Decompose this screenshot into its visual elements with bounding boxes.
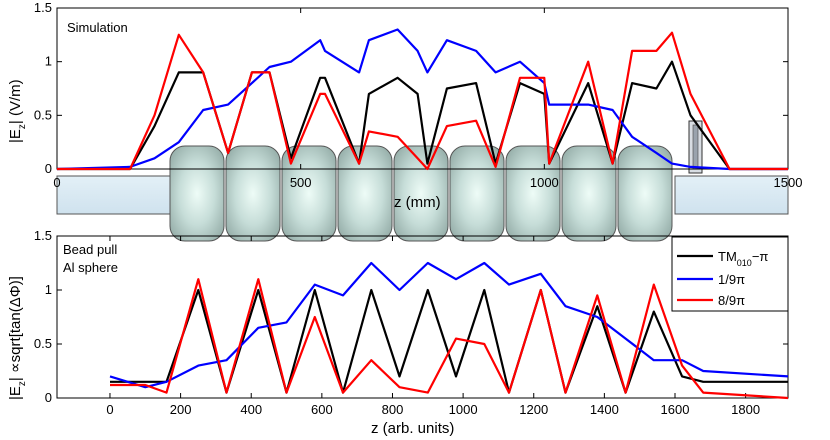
top-x-axis-label: z (mm) xyxy=(394,194,441,211)
series-line-1/9pi xyxy=(56,28,788,171)
top-panel-annotation: Simulation xyxy=(67,20,128,35)
x-tick-label: 200 xyxy=(170,402,192,417)
x-tick-label: 800 xyxy=(382,402,404,417)
x-tick-label: 1800 xyxy=(731,402,760,417)
y-tick-label: 0.5 xyxy=(34,107,52,122)
x-tick-label: 1000 xyxy=(449,402,478,417)
x-tick-label: 400 xyxy=(240,402,262,417)
series-line-8/9pi xyxy=(110,278,789,400)
legend: TM010−π 1/9π 8/9π xyxy=(671,236,789,312)
top-axes-frame xyxy=(56,7,789,170)
x-tick-label: 1400 xyxy=(590,402,619,417)
bottom-annotation-line-2: Al sphere xyxy=(63,260,118,275)
beam-pipe-right xyxy=(674,175,789,215)
y-tick-label: 0 xyxy=(45,161,52,176)
coupler-port-inner xyxy=(692,124,699,170)
y-tick-label: 1 xyxy=(45,54,52,69)
x-tick-label: 1000 xyxy=(530,175,559,190)
cavity-cell xyxy=(617,145,673,242)
cavity-cell xyxy=(561,145,617,242)
bottom-annotation-line-1: Bead pull xyxy=(63,242,117,257)
series-line-1/9pi xyxy=(109,261,789,389)
bottom-y-axis-label: |Ez| ∝sqrt[tan(ΔΦ)] xyxy=(7,276,28,400)
x-tick-label: 0 xyxy=(53,175,60,190)
y-tick-label: 1.5 xyxy=(34,228,52,243)
cavity-cell xyxy=(505,145,561,242)
cavity-cell xyxy=(393,145,449,242)
series-line-8/9pi xyxy=(57,31,788,171)
x-tick-label: 1600 xyxy=(661,402,690,417)
beam-pipe-left xyxy=(56,175,171,215)
top-y-axis-label: |Ez| (V/m) xyxy=(7,79,28,143)
legend-box xyxy=(671,236,789,312)
cavity-cells xyxy=(169,145,673,242)
legend-label-1-9pi: 1/9π xyxy=(718,272,745,287)
y-tick-label: 1 xyxy=(45,282,52,297)
x-tick-label: 1200 xyxy=(519,402,548,417)
y-tick-label: 0.5 xyxy=(34,336,52,351)
cavity-cell xyxy=(281,145,337,242)
cavity-cell xyxy=(449,145,505,242)
legend-label-tm010: TM010−π xyxy=(718,249,768,268)
bottom-axes-frame xyxy=(56,235,789,399)
cavity-drawing xyxy=(56,120,789,242)
x-tick-label: 500 xyxy=(290,175,312,190)
x-tick-label: 0 xyxy=(106,402,113,417)
x-tick-label: 600 xyxy=(311,402,333,417)
bottom-panel: 0 0.5 1 1.5 0 200 400 600 800 1000 1200 1400 1600 18… xyxy=(7,228,789,437)
cavity-cell xyxy=(225,145,281,242)
x-tick-label: 1500 xyxy=(774,175,803,190)
cavity-cell xyxy=(337,145,393,242)
y-tick-label: 0 xyxy=(45,390,52,405)
cavity-cell xyxy=(169,145,225,242)
bottom-x-axis-label: z (arb. units) xyxy=(371,420,454,437)
legend-label-8-9pi: 8/9π xyxy=(718,293,745,308)
y-tick-label: 1.5 xyxy=(34,0,52,15)
